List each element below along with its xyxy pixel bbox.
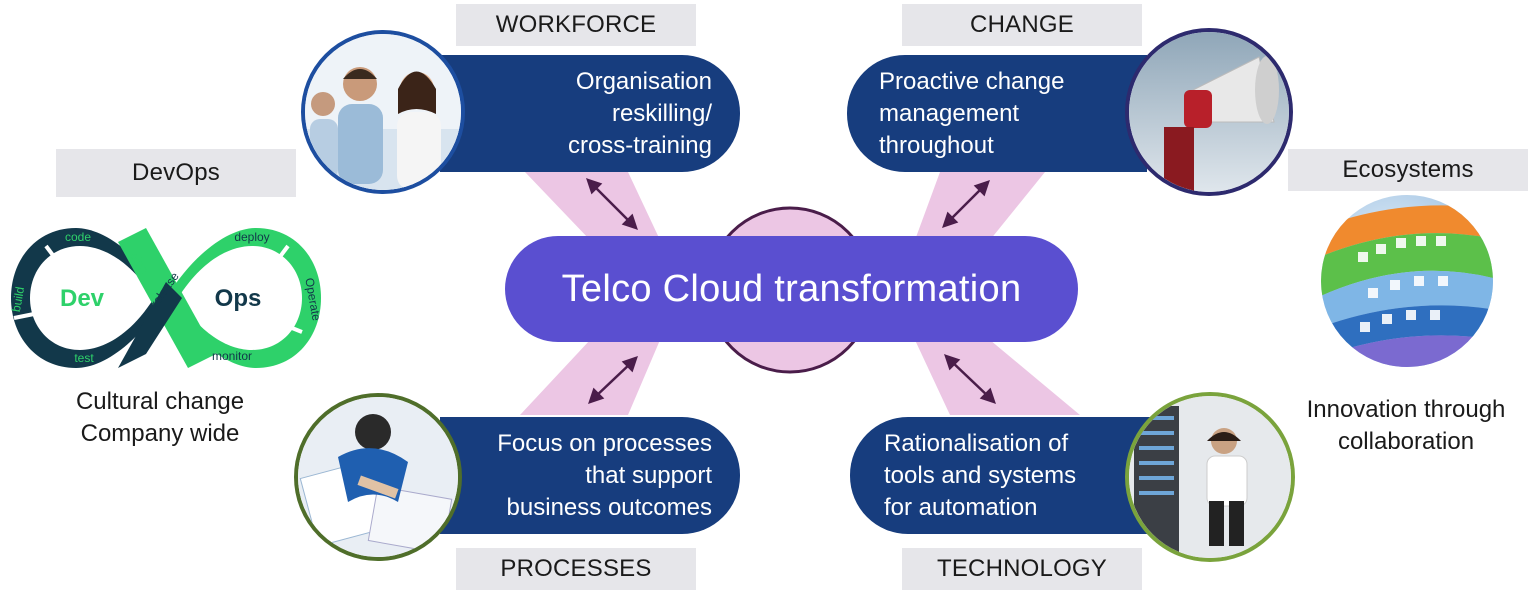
technology-line-2: tools and systems bbox=[884, 461, 1077, 489]
devops-deploy-label: deploy bbox=[234, 230, 269, 244]
change-line-3: throughout bbox=[879, 131, 994, 159]
devops-dev-word: Dev bbox=[60, 285, 105, 312]
processes-line-1: Focus on processes bbox=[497, 429, 712, 457]
arrow-workforce bbox=[591, 183, 633, 225]
ecosystems-globe-icon bbox=[1321, 195, 1493, 367]
technology-heading: TECHNOLOGY bbox=[902, 548, 1142, 590]
wedge-technology bbox=[915, 340, 1080, 415]
change-pill: Proactive change management throughout bbox=[847, 55, 1147, 172]
processes-line-2: that support bbox=[585, 461, 712, 489]
technology-photo bbox=[1125, 392, 1295, 562]
ecosystems-heading: Ecosystems bbox=[1288, 149, 1528, 191]
change-line-2: management bbox=[879, 99, 1020, 127]
devops-heading: DevOps bbox=[56, 149, 296, 197]
technology-line-1: Rationalisation of bbox=[884, 429, 1069, 457]
arrow-technology bbox=[949, 359, 991, 399]
workforce-pill: Organisation reskilling/ cross-training bbox=[440, 55, 740, 172]
processes-pill: Focus on processes that support business… bbox=[440, 417, 740, 534]
technology-line-3: for automation bbox=[884, 493, 1038, 521]
workforce-line-3: cross-training bbox=[567, 131, 712, 159]
center-title: Telco Cloud transformation bbox=[505, 236, 1078, 342]
processes-photo bbox=[294, 393, 462, 561]
devops-code-label: code bbox=[65, 230, 91, 244]
workforce-line-2: reskilling/ bbox=[611, 99, 712, 127]
arrow-processes bbox=[593, 361, 633, 399]
devops-test-label: test bbox=[74, 351, 94, 365]
devops-caption-line-1: Cultural change bbox=[75, 388, 245, 415]
devops-monitor-label: monitor bbox=[212, 349, 252, 363]
wedge-processes bbox=[520, 340, 660, 415]
ecosystems-caption-line-2: collaboration bbox=[1337, 428, 1475, 455]
devops-caption: Cultural change Company wide bbox=[30, 386, 290, 450]
ecosystems-caption: Innovation through collaboration bbox=[1276, 394, 1535, 458]
devops-ops-word: Ops bbox=[215, 285, 262, 312]
workforce-line-1: Organisation bbox=[575, 67, 712, 95]
processes-line-3: business outcomes bbox=[506, 493, 712, 521]
workforce-heading: WORKFORCE bbox=[456, 4, 696, 46]
change-line-1: Proactive change bbox=[879, 67, 1065, 95]
change-heading: CHANGE bbox=[902, 4, 1142, 46]
workforce-photo bbox=[301, 30, 465, 194]
devops-logo: Dev Ops code build test plan release dep… bbox=[9, 228, 324, 368]
processes-heading: PROCESSES bbox=[456, 548, 696, 590]
ecosystems-caption-line-1: Innovation through bbox=[1306, 396, 1506, 423]
change-photo bbox=[1125, 28, 1293, 196]
technology-pill: Rationalisation of tools and systems for… bbox=[850, 417, 1150, 534]
arrow-change bbox=[947, 185, 985, 223]
devops-caption-line-2: Company wide bbox=[80, 420, 240, 447]
wedge-change bbox=[915, 172, 1045, 240]
devops-build-label: build bbox=[9, 286, 27, 313]
